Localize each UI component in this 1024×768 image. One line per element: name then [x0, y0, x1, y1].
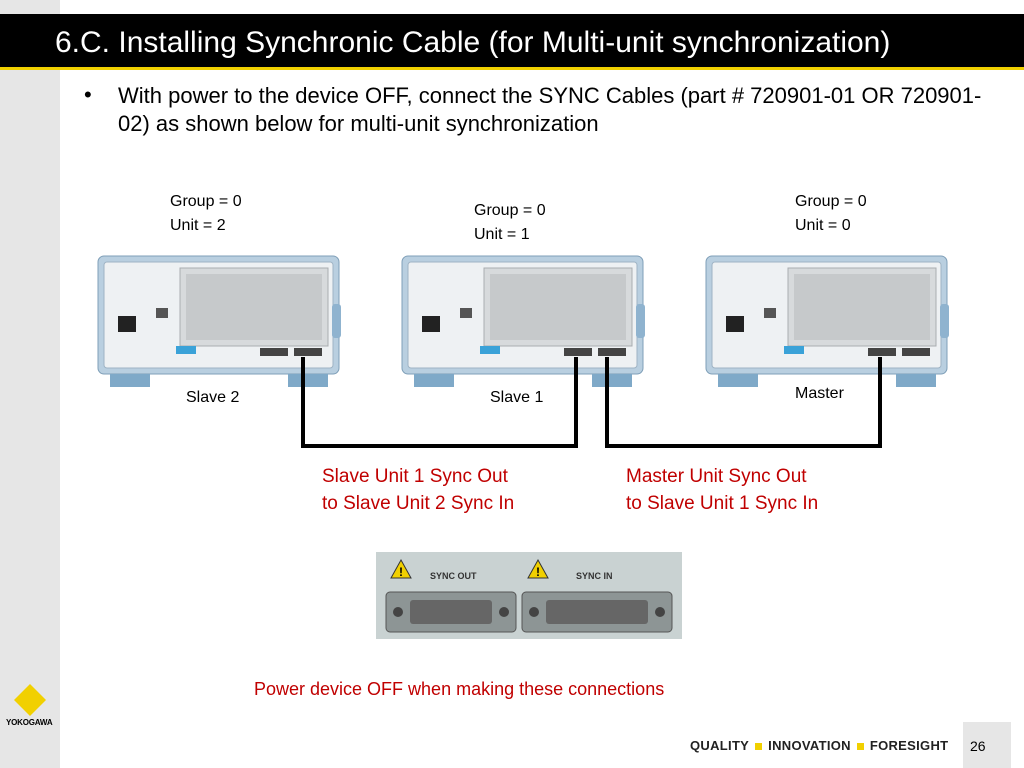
device-name-slave-2: Slave 2: [186, 389, 240, 406]
device-master: [705, 255, 949, 387]
svg-text:!: !: [399, 565, 403, 579]
warning-icon: !: [390, 558, 412, 579]
slogan-quality: QUALITY: [690, 738, 750, 753]
logo-text: YOKOGAWA: [6, 718, 53, 727]
device-rear-panel-graphic: [401, 255, 645, 387]
bullet-text: With power to the device OFF, connect th…: [118, 83, 982, 136]
page-number: 26: [970, 738, 986, 754]
slogan-innovation: INNOVATION: [768, 738, 851, 753]
device-slave-2: [97, 255, 341, 387]
sync-out-connector: [385, 591, 517, 633]
device-name-master: Master: [795, 385, 844, 402]
warning-icon: !: [527, 558, 549, 579]
bullet-marker: •: [84, 82, 92, 107]
device-slave-1: [401, 255, 645, 387]
unit-label-slave-2: Group = 0 Unit = 2: [170, 193, 242, 234]
sync-out-label: SYNC OUT: [430, 571, 477, 581]
unit-label-slave-1: Group = 0 Unit = 1: [474, 202, 546, 243]
slogan-separator: [856, 742, 864, 750]
device-rear-panel-graphic: [705, 255, 949, 387]
sync-connector-closeup: ! SYNC OUT ! SYNC IN: [376, 552, 682, 639]
connection-label-1: Slave Unit 1 Sync Out to Slave Unit 2 Sy…: [322, 466, 515, 514]
yokogawa-logo-icon: [14, 684, 46, 716]
sync-in-label: SYNC IN: [576, 571, 613, 581]
device-rear-panel-graphic: [97, 255, 341, 387]
connection-label-2: Master Unit Sync Out to Slave Unit 1 Syn…: [626, 466, 819, 514]
warning-text: Power device OFF when making these conne…: [254, 679, 665, 699]
page-number-box: [963, 722, 1011, 768]
footer-slogan: QUALITY INNOVATION FORESIGHT: [690, 738, 948, 753]
slide-title: 6.C. Installing Synchronic Cable (for Mu…: [55, 26, 891, 59]
slogan-separator: [755, 742, 763, 750]
sync-in-connector: [521, 591, 673, 633]
svg-text:!: !: [536, 565, 540, 579]
title-bar: [0, 14, 1024, 70]
unit-label-master: Group = 0 Unit = 0: [795, 193, 867, 234]
left-band: [0, 0, 60, 768]
device-name-slave-1: Slave 1: [490, 389, 544, 406]
slogan-foresight: FORESIGHT: [869, 738, 949, 753]
